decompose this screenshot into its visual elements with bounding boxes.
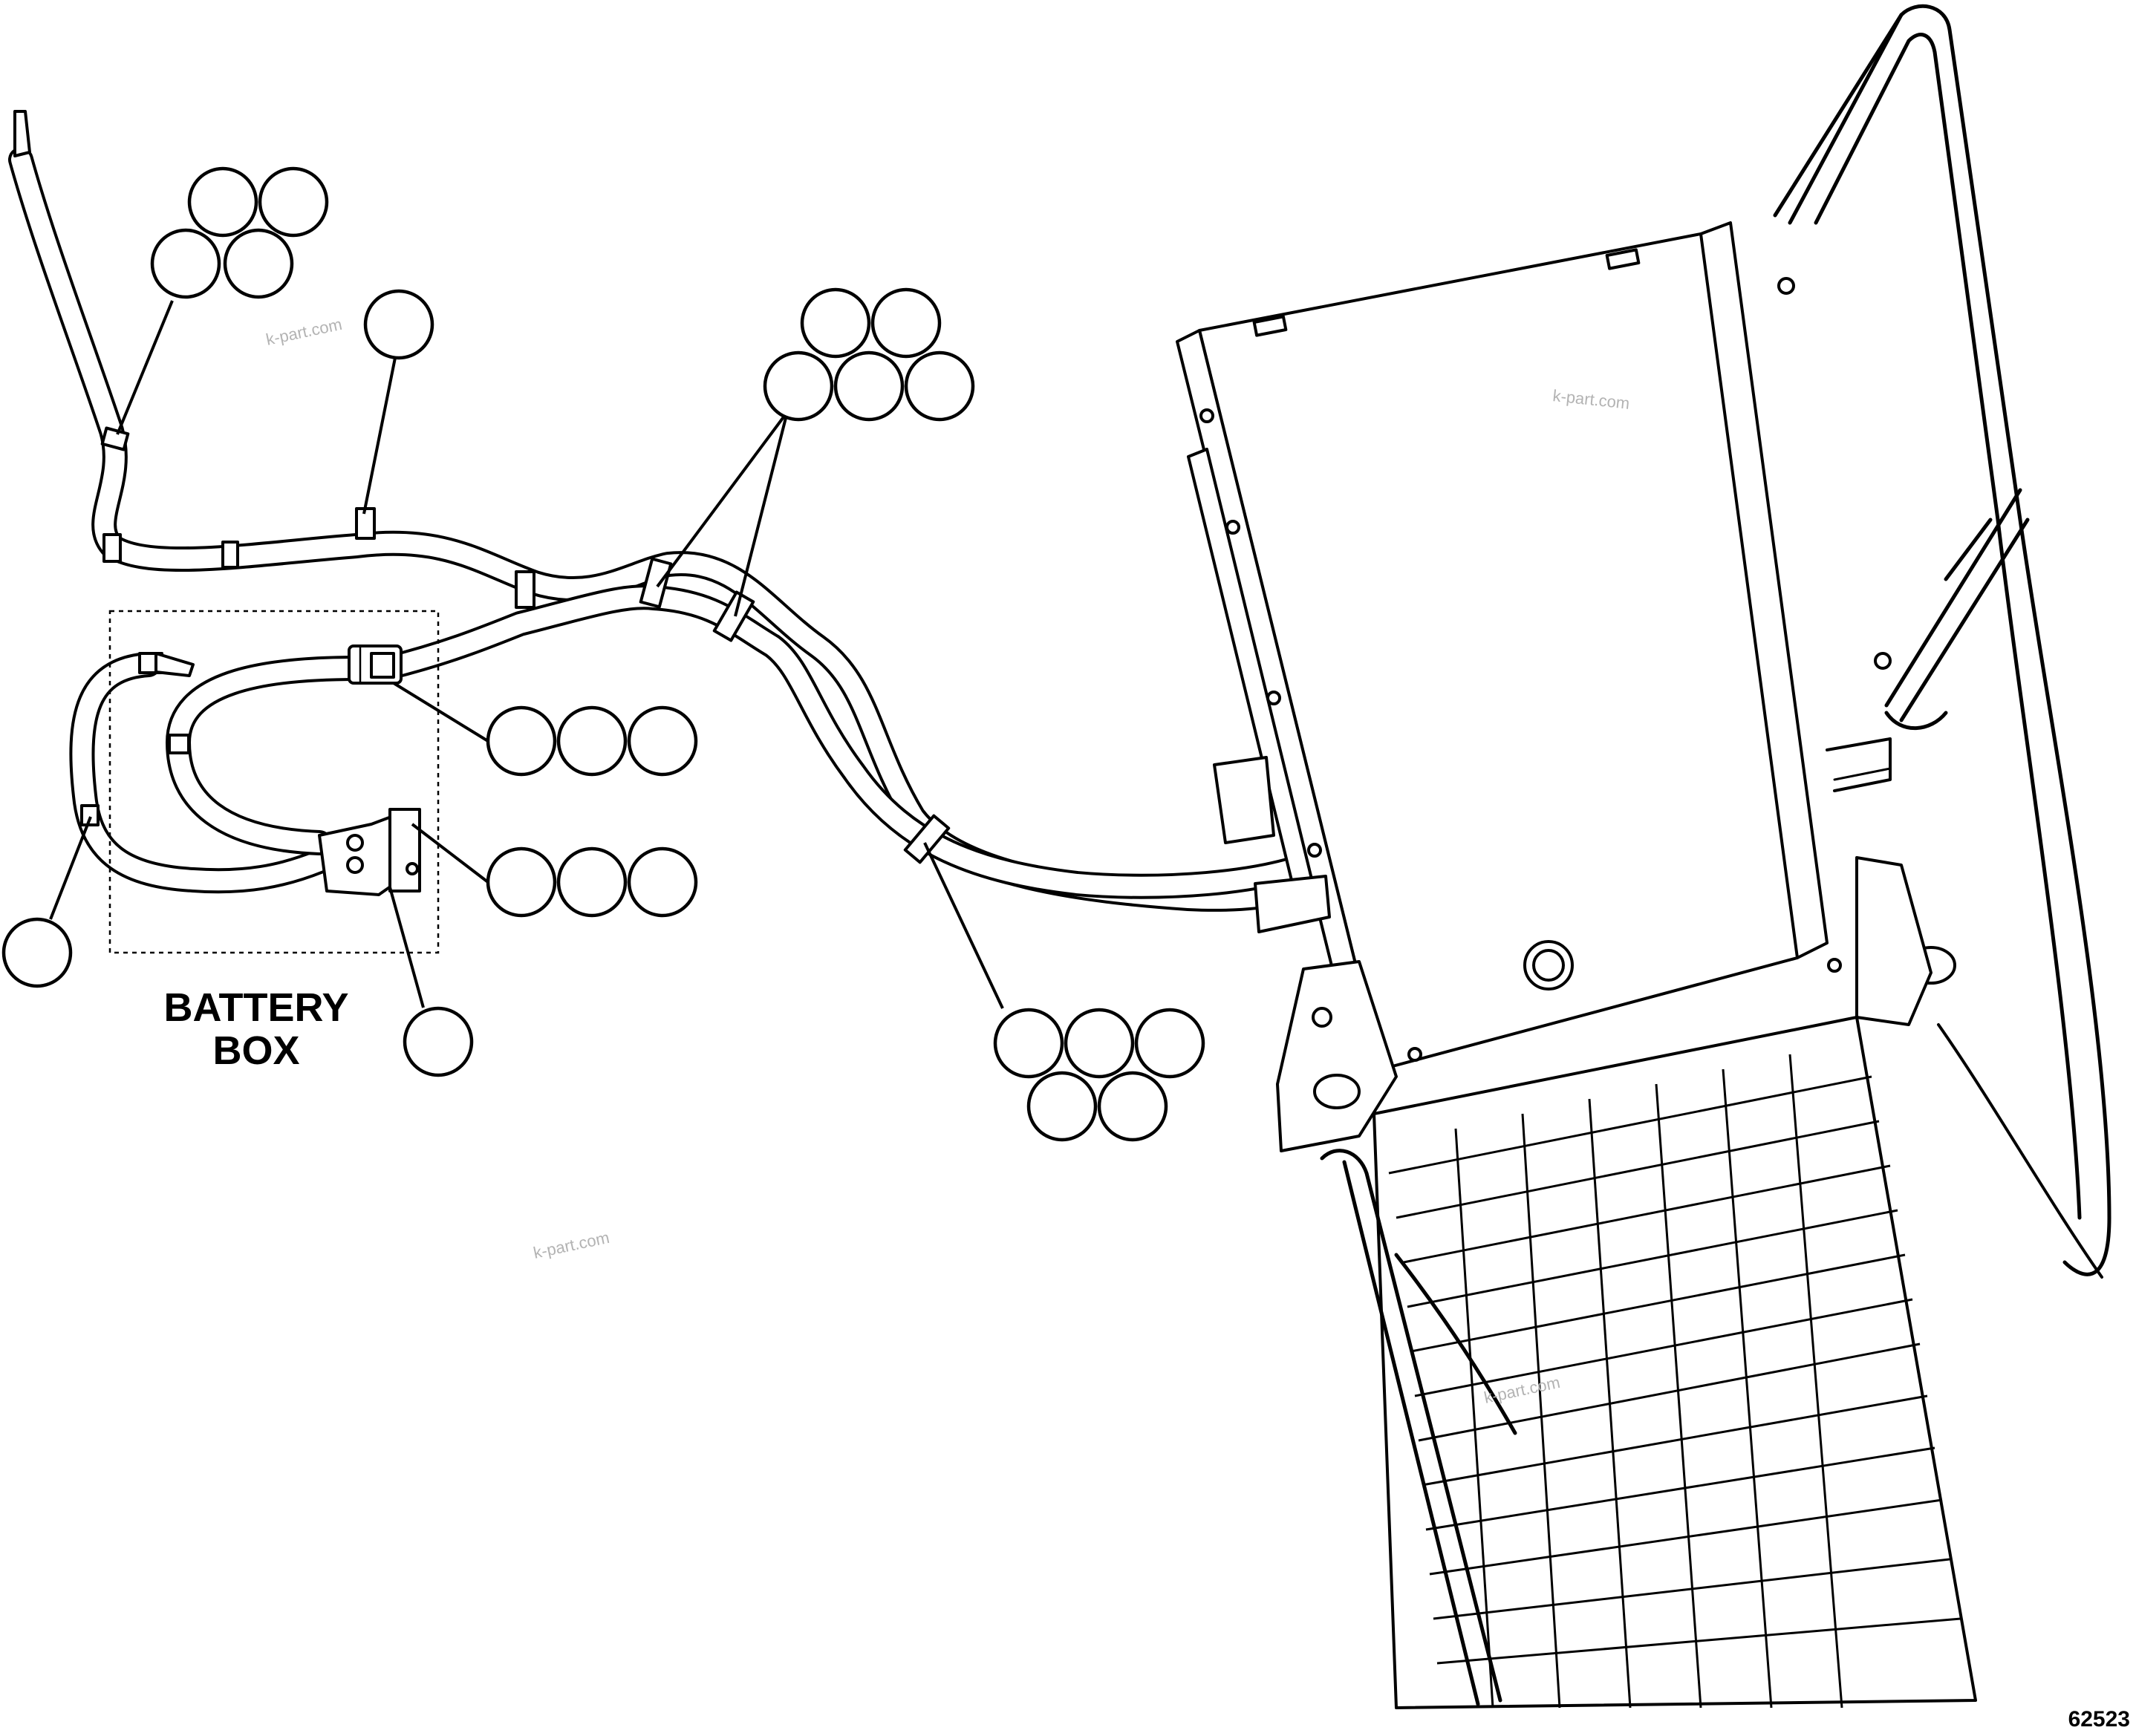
callout-balloon bbox=[403, 1006, 474, 1077]
watermark: k-part.com bbox=[264, 315, 344, 349]
lower-battery-cable bbox=[374, 584, 1327, 899]
callout-group-g bbox=[388, 887, 474, 1077]
callout-balloon bbox=[486, 705, 557, 777]
callout-balloon bbox=[187, 166, 258, 238]
callout-balloon bbox=[800, 287, 871, 359]
callout-group-c bbox=[656, 287, 975, 617]
battery-loop-cable-outer bbox=[69, 652, 332, 894]
callout-balloon bbox=[150, 228, 221, 299]
callout-balloon bbox=[833, 350, 905, 422]
callout-balloon bbox=[363, 289, 434, 360]
callout-balloon bbox=[1, 917, 73, 988]
callout-balloon bbox=[556, 846, 628, 918]
handrail bbox=[1773, 4, 2111, 1279]
callout-balloon bbox=[1064, 1008, 1135, 1079]
callout-balloon bbox=[763, 350, 834, 422]
callout-group-a bbox=[116, 166, 329, 435]
platform-grating bbox=[1373, 1016, 1977, 1709]
callout-balloon bbox=[486, 846, 557, 918]
callout-balloon bbox=[1134, 1008, 1205, 1079]
callout-group-d bbox=[392, 682, 698, 777]
watermark: k-part.com bbox=[532, 1228, 611, 1262]
control-cabinet bbox=[1176, 221, 1892, 1078]
callout-balloon bbox=[556, 705, 628, 777]
callout-group-b bbox=[362, 289, 434, 515]
callout-balloon bbox=[223, 228, 294, 299]
battery-disconnect-switch bbox=[318, 808, 421, 896]
callout-balloon bbox=[993, 1008, 1064, 1079]
cable-connector bbox=[348, 645, 403, 685]
figure-number: 62523 bbox=[2068, 1707, 2130, 1732]
battery-loop-cable-inner bbox=[166, 656, 369, 855]
callout-group-e bbox=[411, 823, 698, 918]
front-handrail bbox=[1320, 1149, 1517, 1706]
callout-balloon bbox=[258, 166, 329, 238]
mounting-hardware bbox=[1276, 856, 1956, 1152]
ring-terminal-top bbox=[13, 110, 31, 157]
callout-balloon bbox=[904, 350, 975, 422]
callout-balloon bbox=[1097, 1071, 1168, 1142]
ring-terminal-loop bbox=[154, 652, 195, 677]
cable-harness bbox=[8, 110, 1349, 912]
battery-box-label-line2: BOX bbox=[212, 1028, 299, 1073]
callout-balloon bbox=[870, 287, 942, 359]
machine-assembly bbox=[1176, 4, 2111, 1709]
callout-group-h bbox=[923, 842, 1205, 1142]
callout-balloon bbox=[1026, 1071, 1098, 1142]
callout-balloon bbox=[627, 846, 698, 918]
battery-box-label-line1: BATTERY bbox=[164, 985, 349, 1030]
callout-group-f bbox=[1, 816, 92, 988]
callout-balloon bbox=[627, 705, 698, 777]
cable-clamps bbox=[80, 426, 951, 864]
battery-box-outline bbox=[108, 610, 440, 954]
